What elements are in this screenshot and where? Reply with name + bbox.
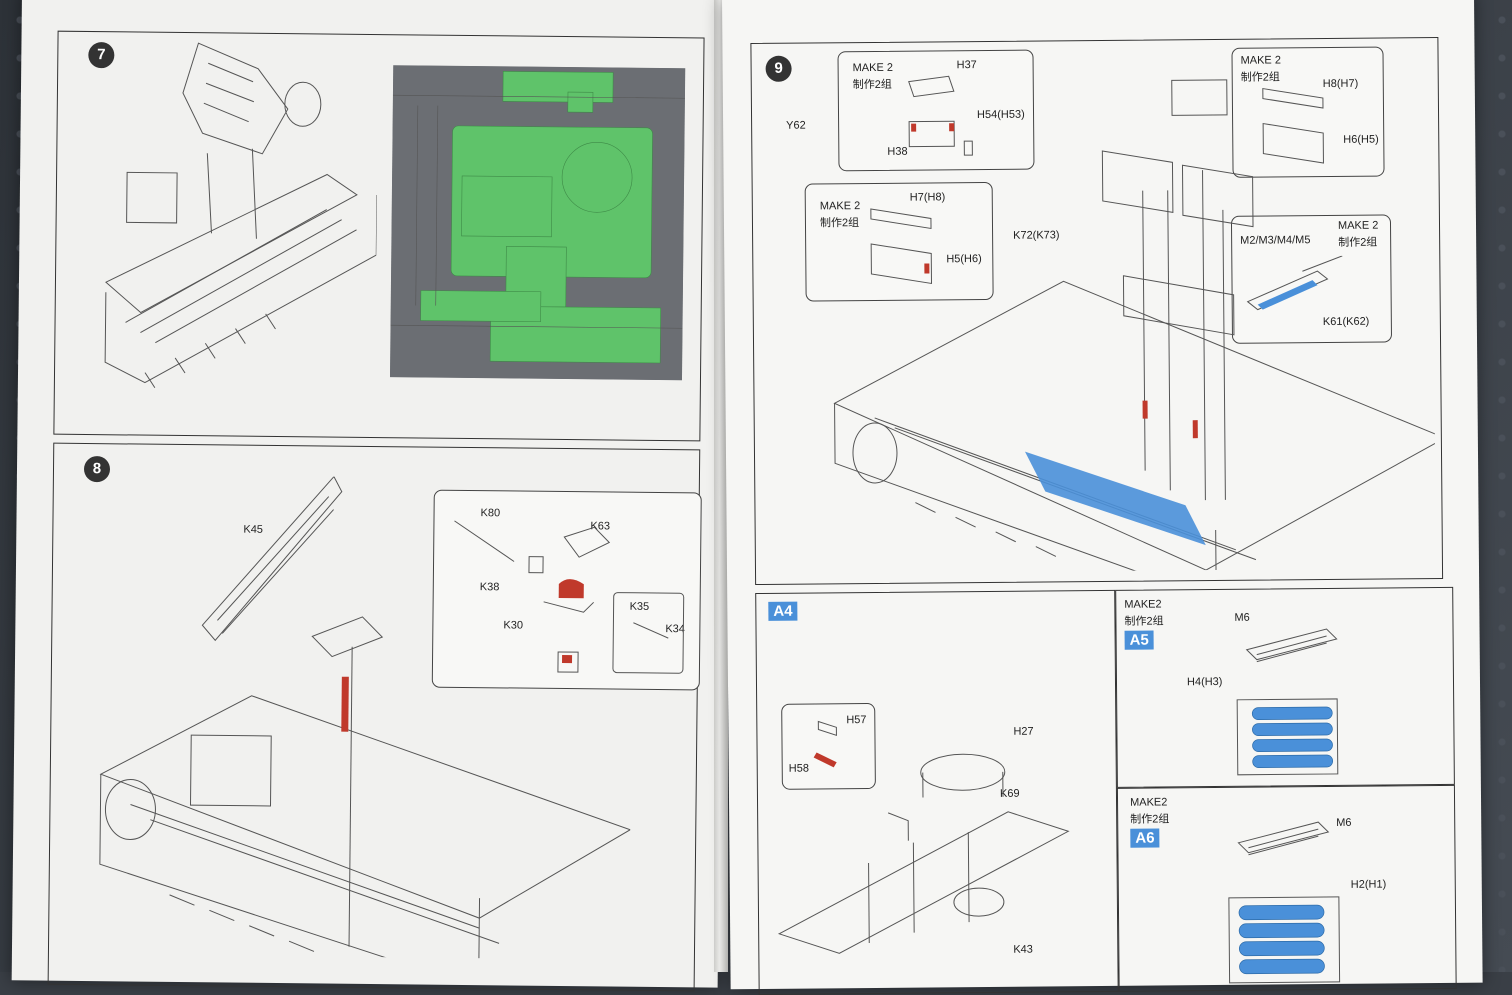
make-label: MAKE 2 <box>1240 54 1281 67</box>
step-9-callout-d: MAKE 2 制作2组 M2/M3/M4/M5 K61(K62) <box>1230 214 1393 344</box>
step-9-callout-a: MAKE 2 制作2组 H37 H54(H53) H38 <box>837 49 1035 172</box>
step-9-callout-c-parts <box>870 208 933 285</box>
step-9-callout-a-parts <box>908 75 973 156</box>
step-8-hull-diagram <box>99 475 632 960</box>
a6-shell-rack-diagram <box>1228 821 1341 984</box>
a5-panel: MAKE2 制作2组 A5 M6 H4(H3) <box>1115 586 1455 788</box>
step-9-panel: 9 Y62 MAKE 2 制作2组 H37 H54(H53) H38 MAKE … <box>750 37 1444 586</box>
a4-detail-parts <box>813 720 837 768</box>
left-page: 7 <box>11 0 728 992</box>
step-7-hull-diagram <box>104 42 378 388</box>
step-9-number: 9 <box>765 55 792 82</box>
make-label: MAKE2 <box>1129 796 1168 809</box>
a4-badge: A4 <box>768 601 798 621</box>
a6-panel: MAKE2 制作2组 A6 M6 H2(H1) <box>1116 784 1457 992</box>
step-9-callout-b-parts <box>1262 87 1324 164</box>
step-9-callout-d-parts <box>1246 255 1343 311</box>
step-7-3d-render <box>389 65 686 381</box>
make-label: MAKE2 <box>1124 598 1162 611</box>
a5-badge: A5 <box>1124 630 1154 650</box>
part-label: H37 <box>956 59 977 72</box>
step-7-panel: 7 <box>53 30 705 442</box>
step-8-detail-parts <box>454 520 685 674</box>
make-label-cn: 制作2组 <box>1130 813 1170 826</box>
step-9-callout-c: MAKE 2 制作2组 H7(H8) H5(H6) <box>804 181 994 302</box>
a4-panel: A4 H57 H58 H27 K69 K43 <box>755 589 1119 995</box>
a6-badge: A6 <box>1130 828 1160 848</box>
step-9-hull-diagram <box>833 79 1437 574</box>
step-9-callout-b: MAKE 2 制作2组 H8(H7) H6(H5) <box>1231 46 1385 178</box>
a4-detail-callout: H57 H58 <box>781 702 876 790</box>
right-page: 9 Y62 MAKE 2 制作2组 H37 H54(H53) H38 MAKE … <box>722 0 1483 995</box>
part-label: H4(H3) <box>1186 675 1223 689</box>
a5-shell-rack-diagram <box>1236 628 1339 776</box>
make-label-cn: 制作2组 <box>1124 615 1164 628</box>
step-8-detail-callout: K80 K63 K38 K30 K35 K34 <box>431 489 702 691</box>
a4-assembly-diagram <box>777 753 1070 954</box>
step-8-panel: 8 K45 K80 K63 K38 K30 K35 K34 <box>47 442 702 992</box>
